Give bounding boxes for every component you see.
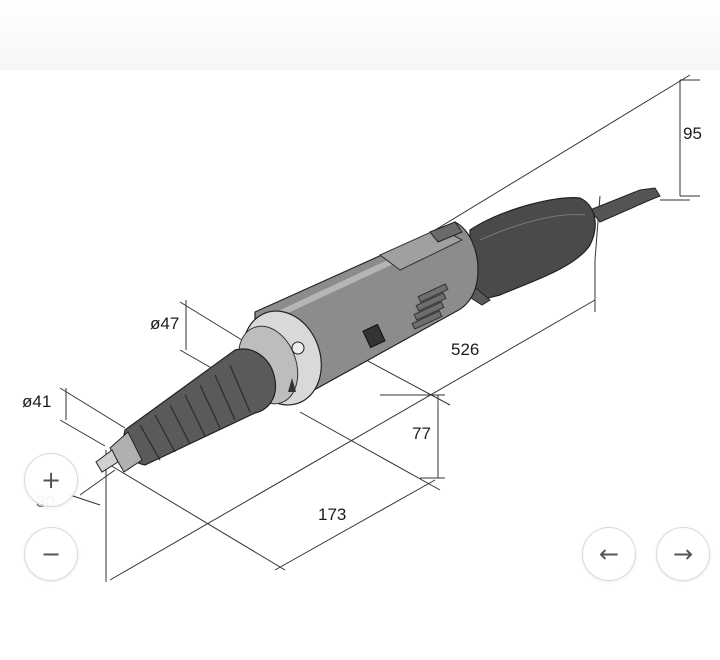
next-image-button[interactable]: → [656, 527, 710, 581]
zoom-out-button[interactable]: − [24, 527, 78, 581]
arrow-left-icon: ← [598, 540, 620, 568]
dimension-nose-diameter-label: ø41 [22, 392, 52, 411]
power-cable [589, 187, 661, 223]
dimension-lines [59, 74, 700, 582]
dimension-center-height-label: 77 [412, 424, 431, 443]
rear-handle [467, 197, 596, 306]
minus-icon: − [40, 540, 62, 568]
dimension-neck-diameter-label: ø47 [150, 314, 180, 333]
dimension-nose-length-label: 173 [318, 505, 347, 524]
collet-housing [95, 348, 277, 473]
previous-image-button[interactable]: ← [582, 527, 636, 581]
dimension-length-label: 526 [451, 340, 480, 359]
arrow-right-icon: → [672, 540, 694, 568]
plus-icon: + [40, 466, 62, 494]
zoom-in-button[interactable]: + [24, 453, 78, 507]
top-strip [0, 0, 720, 70]
dimension-height-label: 95 [683, 124, 702, 143]
